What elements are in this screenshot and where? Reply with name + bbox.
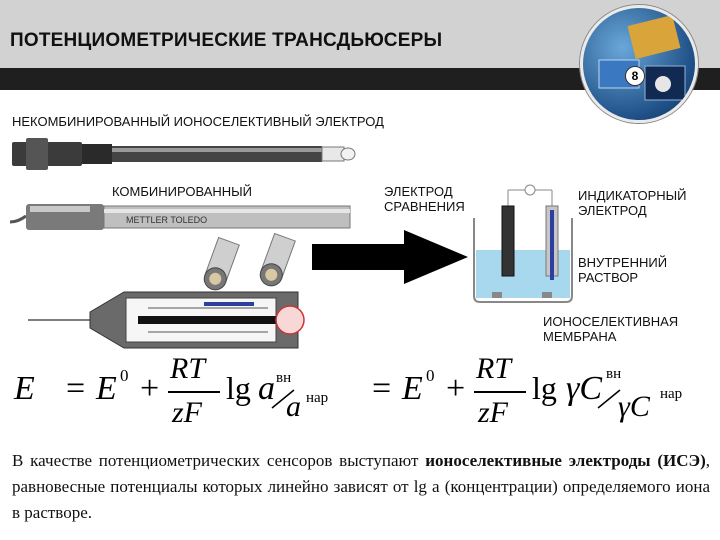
formula-a-numerator: a <box>258 370 275 407</box>
formula-RT: RT <box>170 352 206 385</box>
formula-lg: lg <box>226 370 251 406</box>
label-indicator-electrode-line1: ИНДИКАТОРНЫЙ <box>578 188 687 203</box>
label-membrane-line2: МЕМБРАНА <box>543 329 617 344</box>
label-indicator-electrode-line2: ЭЛЕКТРОД <box>578 203 647 218</box>
formula-zero-superscript-2: 0 <box>426 366 435 385</box>
slide-title: ПОТЕНЦИОМЕТРИЧЕСКИЕ ТРАНСДЬЮСЕРЫ <box>10 30 443 51</box>
paragraph-part2: , равновесные потенциалы которых линейно… <box>12 451 710 522</box>
formula-zF: zF <box>172 396 202 429</box>
electrode-cross-section-diagram <box>28 291 305 349</box>
paragraph-part1: В качестве потенциометрических сенсоров … <box>12 451 426 470</box>
formula-E0-2: E <box>402 370 423 407</box>
formula-fraction-bar <box>168 391 220 393</box>
header-stripe <box>0 68 720 90</box>
label-inner-solution-line2: РАСТВОР <box>578 270 639 285</box>
formula-a-denominator: a <box>286 390 301 423</box>
label-reference-electrode-line2: СРАВНЕНИЯ <box>384 199 465 214</box>
formula-vn-subscript: вн <box>276 370 292 386</box>
formula-zero-superscript: 0 <box>120 366 129 385</box>
formula-RT-2: RT <box>476 352 512 385</box>
formula-fraction-bar-2 <box>474 391 526 393</box>
formula-equals-2: = <box>372 370 392 407</box>
formula-gammaC-numerator: γC <box>566 370 603 407</box>
formula-nar-subscript-2: нар <box>660 386 683 402</box>
formula-zF-2: zF <box>478 396 508 429</box>
electrochemical-cell-diagram <box>473 184 573 303</box>
formula-E0: E <box>96 370 117 407</box>
label-inner-solution-line1: ВНУТРЕННИЙ <box>578 255 668 270</box>
slide-number: 8 <box>625 66 645 86</box>
formula-division-slash <box>271 389 295 409</box>
formula-equals: = <box>66 370 86 407</box>
label-non-combined-electrode: НЕКОМБИНИРОВАННЫЙ ИОНОСЕЛЕКТИВНЫЙ ЭЛЕКТР… <box>12 114 384 129</box>
header-decoration-image <box>580 5 698 123</box>
label-combined-electrode: КОМБИНИРОВАННЫЙ <box>112 184 253 199</box>
non-combined-electrode-image <box>12 138 356 170</box>
combined-electrode-image: METTLER TOLEDO <box>9 204 351 230</box>
formula-lg-2: lg <box>532 370 557 406</box>
transition-arrow <box>312 230 468 284</box>
label-reference-electrode-line1: ЭЛЕКТРОД <box>384 184 453 199</box>
probe-brand-text: METTLER TOLEDO <box>126 215 207 225</box>
formula-gammaC-denominator: γC <box>618 390 650 423</box>
description-paragraph: В качестве потенциометрических сенсоров … <box>12 448 710 526</box>
label-membrane-line1: ИОНОСЕЛЕКТИВНАЯ <box>543 314 679 329</box>
formula-nar-subscript: нар <box>306 390 329 406</box>
formula-plus: + <box>140 370 160 407</box>
formula-division-slash-2 <box>597 389 621 409</box>
formula-plus-2: + <box>446 370 466 407</box>
formula-E: E <box>14 370 35 407</box>
paragraph-bold-term: ионоселективные электроды (ИСЭ) <box>425 451 706 470</box>
electrode-tips-image <box>203 232 296 291</box>
formula-vn-subscript-2: вн <box>606 366 622 382</box>
